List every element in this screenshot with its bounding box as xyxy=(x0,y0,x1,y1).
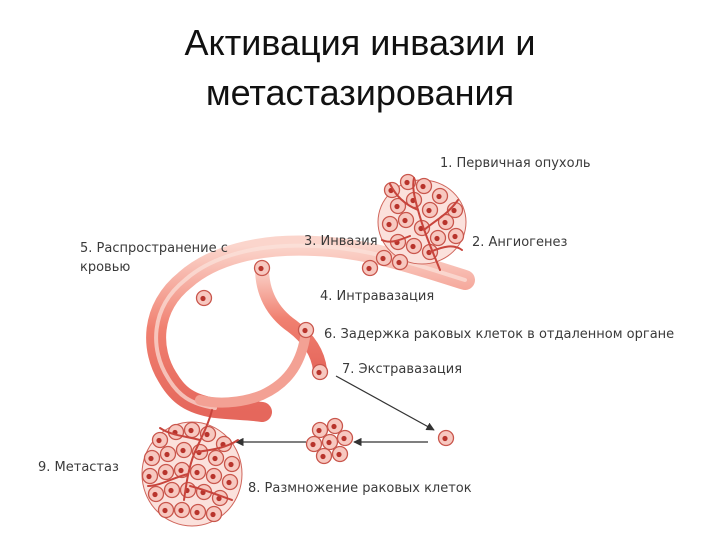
proliferating-cells xyxy=(305,417,354,465)
label-invasion: 3. Инвазия xyxy=(304,234,378,249)
label-metastasis: 9. Метастаз xyxy=(38,460,119,475)
blood-vessels xyxy=(146,235,475,422)
angiogenesis-vessels xyxy=(381,177,463,271)
title-line-1: Активация инвазии и xyxy=(184,22,536,63)
label-angiogenesis: 2. Ангиогенез xyxy=(472,235,567,250)
step-labels: 1. Первичная опухоль 2. Ангиогенез 3. Ин… xyxy=(38,156,674,496)
label-primary-tumor: 1. Первичная опухоль xyxy=(440,156,591,171)
label-proliferation: 8. Размножение раковых клеток xyxy=(248,481,472,496)
arrow-to-distant-organ xyxy=(335,375,435,431)
metastasis-vessels xyxy=(147,409,239,501)
branch-vessel xyxy=(255,261,327,377)
return-vessel xyxy=(195,333,310,408)
label-spread-line-2: кровью xyxy=(80,260,130,275)
label-arrest: 6. Задержка раковых клеток в отдаленном … xyxy=(324,327,674,342)
process-arrows xyxy=(235,375,435,447)
title-line-2: метастазирования xyxy=(205,72,515,113)
label-spread-line-1: 5. Распространение с xyxy=(80,241,228,256)
label-extravasation: 7. Экстравазация xyxy=(342,362,462,377)
label-intravasation: 4. Интравазация xyxy=(320,289,434,304)
arrested-cell xyxy=(437,429,455,447)
slide-title: Активация инвазии и метастазирования xyxy=(0,18,720,118)
